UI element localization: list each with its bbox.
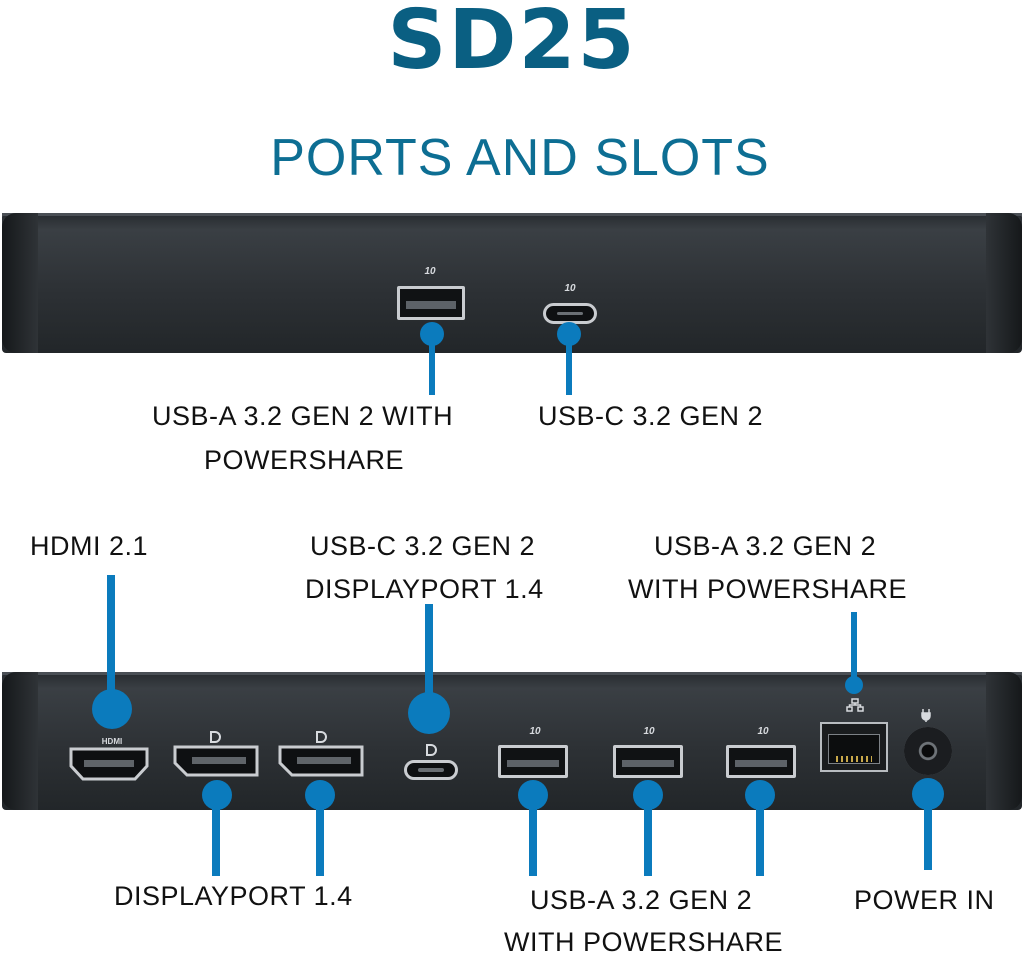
power-in-jack [904, 727, 952, 775]
hdmi-port [69, 747, 149, 781]
front-dock-panel [2, 213, 1022, 353]
power-plug-icon [921, 709, 931, 722]
callout-dot [408, 692, 450, 734]
label-usb-c-dp-line1: USB-C 3.2 GEN 2 [310, 531, 536, 561]
callout-dot [845, 676, 863, 694]
usb-10gbps-icon: 10 [424, 266, 436, 277]
callout-line [425, 604, 433, 704]
callout-line [756, 800, 764, 876]
label-power-in: POWER IN [854, 885, 995, 915]
rear-usb-a-port-1 [498, 745, 568, 778]
ethernet-icon [846, 698, 864, 712]
label-usb-a-top-line1: USB-A 3.2 GEN 2 [654, 531, 877, 561]
label-front-usb-a-line2: POWERSHARE [204, 445, 405, 475]
usb-10gbps-icon: 10 [757, 726, 769, 737]
label-front-usb-c: USB-C 3.2 GEN 2 [538, 401, 764, 431]
hdmi-marking: HDMI [101, 737, 123, 746]
label-displayport: DISPLAYPORT 1.4 [114, 881, 353, 911]
callout-line [851, 612, 857, 682]
section-subtitle: PORTS AND SLOTS [270, 129, 770, 187]
displayport-icon [316, 731, 327, 743]
rear-usb-a-port-3 [726, 745, 796, 778]
label-usb-a-bottom-line2: WITH POWERSHARE [504, 927, 784, 957]
callout-line [107, 575, 115, 701]
product-title: SD25 [387, 0, 637, 88]
callout-line [212, 800, 220, 876]
usb-10gbps-icon: 10 [564, 283, 576, 294]
rear-usb-a-port-2 [613, 745, 683, 778]
label-usb-a-bottom-line1: USB-A 3.2 GEN 2 [530, 885, 753, 915]
label-usb-a-top-line2: WITH POWERSHARE [628, 574, 908, 604]
displayport-icon [426, 744, 437, 756]
callout-line [644, 800, 652, 876]
callout-line [316, 800, 324, 876]
callout-line [529, 800, 537, 876]
usb-10gbps-icon: 10 [643, 726, 655, 737]
label-hdmi: HDMI 2.1 [30, 531, 149, 561]
callout-dot [92, 689, 132, 729]
ethernet-port [820, 722, 888, 772]
callout-line [566, 340, 572, 395]
displayport-icon [210, 731, 221, 743]
displayport-port-2 [278, 745, 364, 777]
rear-usb-c-dp-port [404, 760, 458, 780]
displayport-port-1 [173, 745, 259, 777]
label-front-usb-a-line1: USB-A 3.2 GEN 2 WITH [152, 401, 454, 431]
label-usb-c-dp-line2: DISPLAYPORT 1.4 [305, 574, 544, 604]
callout-line [924, 800, 932, 870]
front-usb-c-port [543, 303, 597, 324]
callout-line [429, 340, 435, 395]
usb-10gbps-icon: 10 [529, 726, 541, 737]
front-usb-a-port [397, 286, 465, 320]
